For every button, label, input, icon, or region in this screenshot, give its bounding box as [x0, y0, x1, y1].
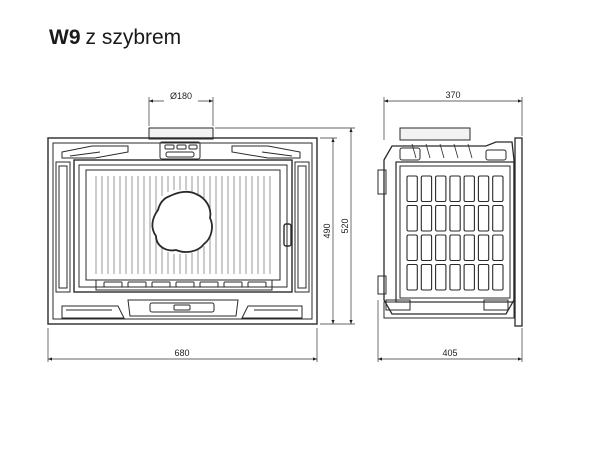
fin-cell — [492, 263, 504, 291]
side-view — [377, 127, 523, 327]
fin-cell — [492, 175, 504, 203]
fin-cell — [449, 175, 461, 203]
dim-front-height-total: 520 — [340, 218, 350, 233]
fin-cell — [477, 234, 490, 262]
top-plate-details — [61, 141, 301, 160]
fin-cell — [406, 204, 418, 232]
dim-flue-diameter: Ø180 — [170, 91, 192, 101]
fin-cell — [463, 175, 475, 203]
fin-cell — [435, 175, 447, 203]
fin-cell — [406, 175, 418, 203]
bottom-grate — [95, 279, 273, 291]
front-view — [47, 127, 318, 325]
fin-cell — [477, 204, 490, 232]
fin-cell — [463, 204, 475, 232]
fin-cell — [406, 263, 418, 291]
fin-cell — [435, 204, 447, 232]
cutaway-opening — [151, 190, 213, 253]
fin-cell — [463, 263, 475, 291]
fin-cell — [420, 234, 433, 262]
fin-cell — [449, 234, 461, 262]
fin-cell — [449, 263, 461, 291]
fin-cell — [420, 204, 433, 232]
fin-cell — [492, 204, 504, 232]
fin-cell — [406, 234, 418, 262]
fin-cell — [449, 204, 461, 232]
fin-cell — [435, 234, 447, 262]
dim-front-height-inner: 490 — [322, 223, 332, 238]
model-name: W9 — [49, 26, 81, 49]
dim-front-width: 680 — [174, 348, 189, 358]
fin-cell — [435, 263, 447, 291]
dimensions — [47, 97, 523, 362]
fin-cell — [477, 175, 490, 203]
fin-cell — [420, 263, 433, 291]
dim-side-depth-top: 370 — [445, 90, 460, 100]
fin-cell — [477, 263, 490, 291]
model-variant: z szybrem — [85, 26, 182, 49]
dimension-labels: Ø180 680 490 520 370 405 — [164, 90, 461, 358]
fin-cell — [492, 234, 504, 262]
side-fin-grid — [406, 175, 504, 291]
fin-cell — [420, 175, 433, 203]
dim-side-depth-bottom: 405 — [442, 348, 457, 358]
fin-cell — [463, 234, 475, 262]
